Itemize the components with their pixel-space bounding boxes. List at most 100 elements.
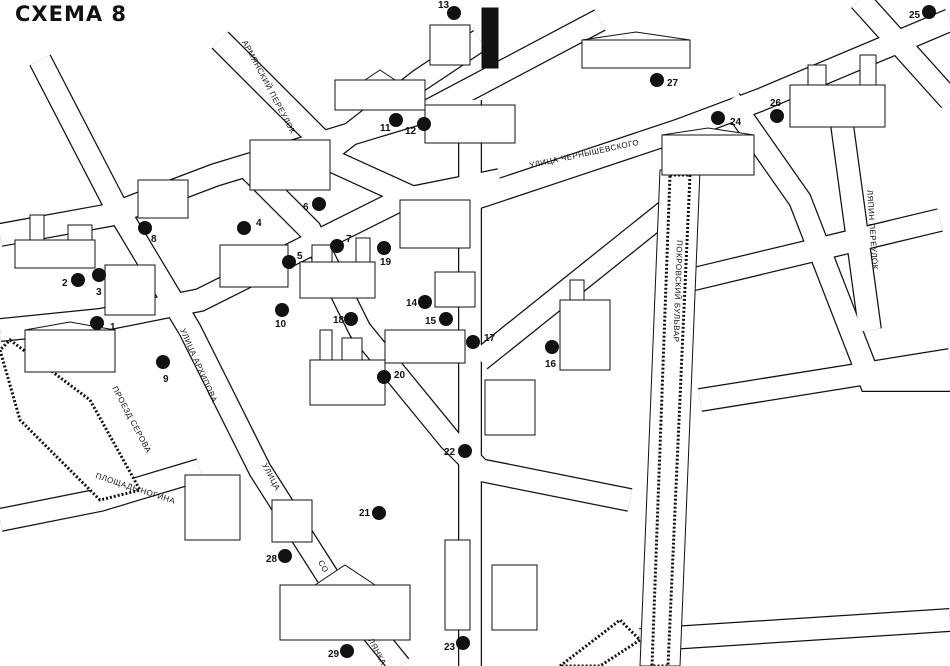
marker-number: 6 bbox=[303, 202, 309, 213]
building-1 bbox=[24, 321, 116, 373]
marker-19[interactable]: 19 bbox=[377, 241, 392, 268]
building-6 bbox=[249, 139, 331, 191]
marker-6[interactable]: 6 bbox=[303, 197, 326, 213]
marker-dot[interactable] bbox=[377, 241, 391, 255]
marker-9[interactable]: 9 bbox=[156, 355, 170, 385]
marker-number: 5 bbox=[297, 251, 303, 262]
marker-16[interactable]: 16 bbox=[545, 340, 559, 370]
marker-dot[interactable] bbox=[389, 113, 403, 127]
marker-15[interactable]: 15 bbox=[425, 312, 453, 327]
marker-dot[interactable] bbox=[282, 255, 296, 269]
road bbox=[0, 10, 606, 246]
marker-dot[interactable] bbox=[344, 312, 358, 326]
marker-28[interactable]: 28 bbox=[266, 549, 292, 565]
marker-5[interactable]: 5 bbox=[282, 251, 303, 269]
marker-13[interactable]: 13 bbox=[438, 0, 461, 20]
marker-20[interactable]: 20 bbox=[377, 370, 406, 384]
marker-23[interactable]: 23 bbox=[444, 636, 470, 653]
building-13 bbox=[429, 7, 499, 69]
marker-26[interactable]: 26 bbox=[770, 98, 784, 123]
marker-number: 9 bbox=[163, 374, 169, 385]
marker-7[interactable]: 7 bbox=[330, 234, 352, 253]
marker-1[interactable]: 1 bbox=[90, 316, 116, 333]
marker-17[interactable]: 17 bbox=[466, 333, 496, 349]
road bbox=[242, 162, 633, 511]
marker-dot[interactable] bbox=[545, 340, 559, 354]
marker-12[interactable]: 12 bbox=[405, 117, 431, 137]
marker-dot[interactable] bbox=[456, 636, 470, 650]
marker-dot[interactable] bbox=[418, 295, 432, 309]
building-3 bbox=[104, 264, 156, 316]
marker-dot[interactable] bbox=[417, 117, 431, 131]
marker-dot[interactable] bbox=[770, 109, 784, 123]
marker-number: 27 bbox=[667, 78, 679, 89]
marker-dot[interactable] bbox=[237, 221, 251, 235]
building-church-26 bbox=[789, 54, 886, 128]
marker-number: 19 bbox=[380, 257, 392, 268]
marker-18[interactable]: 18 bbox=[333, 312, 358, 326]
marker-14[interactable]: 14 bbox=[406, 295, 432, 309]
road bbox=[698, 349, 950, 411]
marker-dot[interactable] bbox=[439, 312, 453, 326]
marker-dot[interactable] bbox=[711, 111, 725, 125]
marker-dot[interactable] bbox=[922, 5, 936, 19]
marker-dot[interactable] bbox=[312, 197, 326, 211]
marker-22[interactable]: 22 bbox=[444, 444, 472, 458]
marker-number: 18 bbox=[333, 315, 345, 326]
marker-number: 15 bbox=[425, 316, 437, 327]
marker-24[interactable]: 24 bbox=[711, 111, 742, 128]
marker-dot[interactable] bbox=[458, 444, 472, 458]
marker-29[interactable]: 29 bbox=[328, 644, 354, 660]
marker-number: 12 bbox=[405, 126, 417, 137]
marker-number: 16 bbox=[545, 359, 557, 370]
marker-dot[interactable] bbox=[278, 549, 292, 563]
marker-dot[interactable] bbox=[275, 303, 289, 317]
marker-number: 1 bbox=[110, 322, 116, 333]
marker-dot[interactable] bbox=[138, 221, 152, 235]
marker-2[interactable]: 2 bbox=[62, 273, 85, 289]
building-church-23 bbox=[444, 539, 538, 631]
marker-number: 21 bbox=[359, 508, 371, 519]
road bbox=[687, 209, 943, 291]
marker-number: 7 bbox=[346, 234, 352, 245]
marker-4[interactable]: 4 bbox=[237, 218, 262, 235]
building-church-2 bbox=[14, 214, 96, 269]
park bbox=[557, 618, 643, 666]
marker-number: 17 bbox=[484, 333, 496, 344]
marker-dot[interactable] bbox=[92, 268, 106, 282]
map-title: СХЕМА 8 bbox=[15, 2, 128, 26]
building-8 bbox=[137, 179, 189, 219]
marker-dot[interactable] bbox=[466, 335, 480, 349]
building-11 bbox=[334, 69, 426, 111]
marker-21[interactable]: 21 bbox=[359, 506, 386, 520]
marker-10[interactable]: 10 bbox=[275, 303, 289, 330]
marker-dot[interactable] bbox=[650, 73, 664, 87]
marker-27[interactable]: 27 bbox=[650, 73, 679, 89]
marker-3[interactable]: 3 bbox=[92, 268, 106, 298]
marker-dot[interactable] bbox=[372, 506, 386, 520]
building-15 bbox=[384, 329, 466, 364]
marker-11[interactable]: 11 bbox=[380, 113, 403, 134]
marker-number: 11 bbox=[380, 123, 391, 134]
marker-dot[interactable] bbox=[71, 273, 85, 287]
monument-28 bbox=[184, 474, 313, 543]
marker-dot[interactable] bbox=[447, 6, 461, 20]
marker-dot[interactable] bbox=[377, 370, 391, 384]
building-church-20 bbox=[309, 329, 386, 406]
marker-number: 20 bbox=[394, 370, 406, 381]
marker-dot[interactable] bbox=[90, 316, 104, 330]
building-church-7 bbox=[299, 237, 376, 299]
marker-dot[interactable] bbox=[330, 239, 344, 253]
marker-dot[interactable] bbox=[156, 355, 170, 369]
marker-8[interactable]: 8 bbox=[138, 221, 157, 245]
landmark-buildings bbox=[14, 7, 886, 641]
park bbox=[0, 338, 143, 502]
marker-25[interactable]: 25 bbox=[909, 5, 936, 21]
building-5 bbox=[219, 244, 289, 288]
building-16 bbox=[559, 279, 611, 371]
marker-dot[interactable] bbox=[340, 644, 354, 658]
